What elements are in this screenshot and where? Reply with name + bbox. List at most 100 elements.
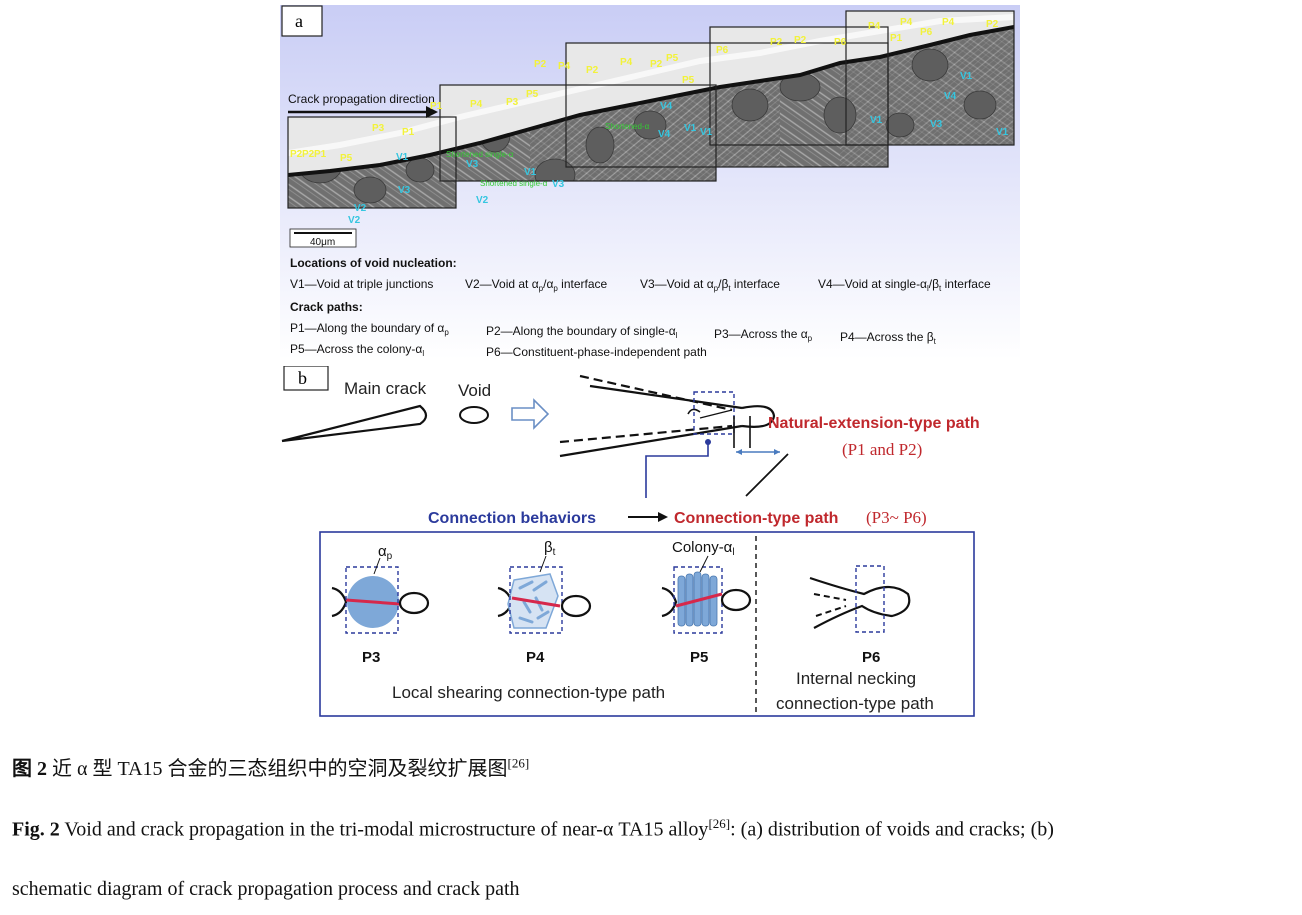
- panel-a-label: a: [295, 11, 303, 31]
- natural-extension-sub: (P1 and P2): [842, 440, 922, 459]
- natural-span-arrowhead-left: [736, 449, 742, 455]
- path-legend-heading: Crack paths:: [290, 300, 363, 314]
- p-label: P4: [620, 57, 633, 68]
- p5-label: P5: [690, 649, 708, 666]
- internal-necking-label-1: Internal necking: [796, 669, 916, 688]
- v-label: V1: [870, 115, 883, 126]
- v-label: V2: [354, 203, 367, 214]
- void-legend-text: /α: [543, 277, 553, 291]
- process-arrow: [511, 398, 550, 430]
- v-label: V2: [476, 195, 489, 206]
- caption-zh-label: 图 2: [12, 758, 47, 780]
- void-shape: [459, 406, 489, 424]
- p6-label: P6: [862, 649, 880, 666]
- void-legend-sub: t: [728, 284, 731, 293]
- process-zone-box: [693, 391, 735, 435]
- v-label: V4: [944, 91, 957, 102]
- path-legend-item: P3—Across the α: [714, 327, 808, 341]
- void-legend-text: interface: [941, 277, 991, 291]
- p-label: P4: [868, 21, 881, 32]
- scale-bar-label: 40μm: [310, 237, 335, 248]
- path-legend-sub: t: [934, 337, 937, 346]
- connection-type-range: (P3~ P6): [866, 508, 927, 527]
- p-label: P2: [794, 35, 807, 46]
- void-legend-item: V2—Void at α: [465, 277, 539, 291]
- crack-direction-arrowhead: [426, 106, 438, 118]
- v-label: V1: [700, 127, 713, 138]
- annotation-shortened-3: Shortened-α: [605, 122, 650, 131]
- void-label: Void: [458, 381, 491, 400]
- internal-necking-label-2: connection-type path: [776, 694, 934, 713]
- main-crack-label: Main crack: [344, 379, 427, 398]
- p-label: P3: [506, 97, 519, 108]
- path-legend-item: P1—Along the boundary of α: [290, 321, 444, 335]
- p4-diagram: [497, 555, 592, 634]
- path-legend-sub: p: [808, 334, 813, 343]
- v-label: V1: [684, 123, 697, 134]
- path-legend-sub: l: [422, 349, 424, 358]
- natural-extension-title: Natural-extension-type path: [768, 415, 980, 432]
- alpha-p-label: αp: [378, 543, 393, 562]
- v-label: V1: [960, 71, 973, 82]
- v-label: V3: [466, 159, 479, 170]
- p-label: P1: [314, 149, 327, 160]
- panel-b: b Main crack Void Natural-extension-type…: [281, 366, 980, 717]
- v-label: V1: [524, 167, 537, 178]
- connection-type-path-label: Connection-type path: [674, 510, 838, 527]
- void-legend-text: /β: [718, 277, 728, 291]
- v-label: V3: [552, 179, 565, 190]
- caption-en-text-1: Void and crack propagation in the tri-mo…: [59, 818, 709, 841]
- caption-en-text-2: : (a) distribution of voids and cracks; …: [730, 818, 1054, 841]
- path-legend-item: P2—Along the boundary of single-α: [486, 324, 676, 338]
- p-label: P1: [430, 101, 443, 112]
- p5-diagram: [661, 555, 752, 634]
- path-legend-sub: p: [444, 328, 449, 337]
- natural-span-arrowhead-right: [774, 449, 780, 455]
- p-label: P3: [372, 123, 385, 134]
- v-label: V1: [396, 152, 409, 163]
- p-label: P5: [682, 75, 695, 86]
- p-label: P5: [526, 89, 539, 100]
- void-legend-item: V3—Void at α: [640, 277, 714, 291]
- panel-b-label: b: [298, 368, 307, 388]
- p-label: P4: [470, 99, 483, 110]
- p-label: P2: [302, 149, 315, 160]
- v-label: V3: [398, 185, 411, 196]
- void-legend-text: /β: [929, 277, 939, 291]
- propagated-crack: [559, 374, 776, 458]
- void-legend-text: interface: [558, 277, 608, 291]
- void-legend-item: V4—Void at single-α: [818, 277, 927, 291]
- void-legend-text: interface: [731, 277, 781, 291]
- colony-alpha-label: Colony-αl: [672, 539, 735, 558]
- local-shearing-label: Local shearing connection-type path: [392, 683, 665, 702]
- p-label: P2: [650, 59, 663, 70]
- connection-types-box: [319, 531, 975, 717]
- void-legend-sub: p: [714, 284, 719, 293]
- void-legend-heading: Locations of void nucleation:: [290, 256, 457, 270]
- p-label: P2: [534, 59, 547, 70]
- p-label: P2: [986, 19, 999, 30]
- micrograph-tile-borders: [287, 10, 1015, 209]
- p-label: P4: [558, 61, 571, 72]
- connection-arrowhead: [658, 512, 668, 522]
- path-legend-item: P5—Across the colony-α: [290, 342, 422, 356]
- annotation-shortened-2: Shortened single-α: [480, 179, 548, 188]
- void-legend-sub: p: [539, 284, 544, 293]
- caption-en-text-3: schematic diagram of crack propagation p…: [12, 878, 520, 900]
- void-legend-sub: l: [927, 284, 929, 293]
- p6-diagram: [809, 565, 911, 633]
- panel-b-label-box: [283, 366, 329, 391]
- panel-a-label-box: [281, 5, 323, 37]
- p-label: P1: [890, 33, 903, 44]
- p-label: P4: [942, 17, 955, 28]
- p-label: P6: [920, 27, 933, 38]
- void-legend-sub: t: [939, 284, 942, 293]
- main-crack-shape: [281, 404, 428, 443]
- p-label: P2: [290, 149, 303, 160]
- p3-label: P3: [362, 649, 380, 666]
- p-label: P6: [716, 45, 729, 56]
- p3-diagram: [331, 557, 430, 634]
